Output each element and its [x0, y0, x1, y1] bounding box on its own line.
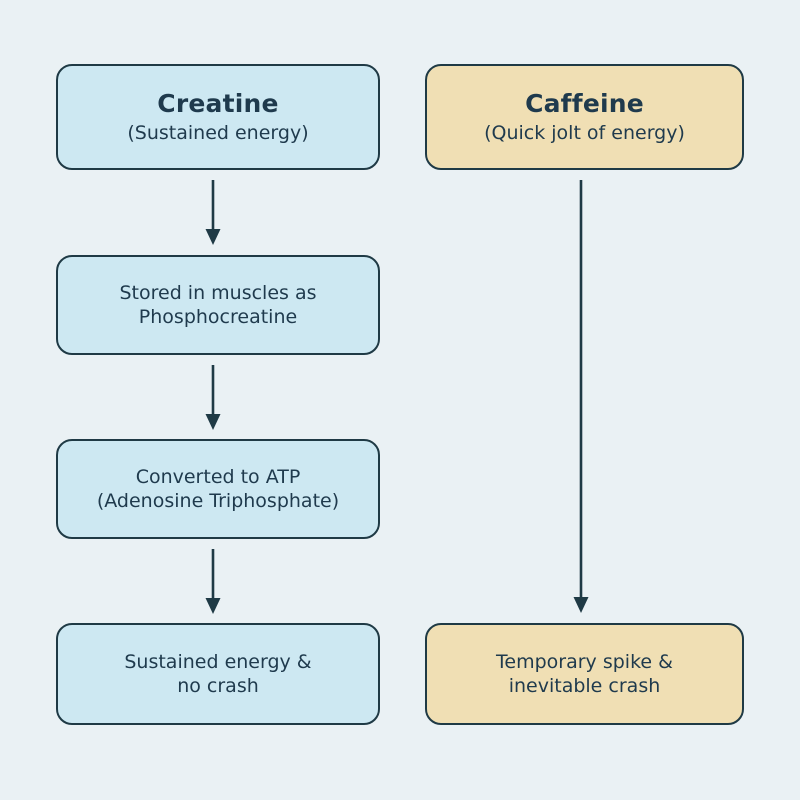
node-creatine-header[interactable]: Creatine (Sustained energy) [56, 64, 380, 170]
node-temporary-spike-crash[interactable]: Temporary spike & inevitable crash [425, 623, 744, 725]
node-atp-line-1: Converted to ATP [135, 465, 301, 488]
node-stored-line-2: Phosphocreatine [138, 306, 298, 328]
node-sustained-line-1: Sustained energy & [124, 650, 312, 673]
node-sustained-energy[interactable]: Sustained energy & no crash [56, 623, 380, 725]
node-converted-to-atp[interactable]: Converted to ATP (Adenosine Triphosphate… [56, 439, 380, 539]
arrow-creatine-to-stored-icon [205, 180, 221, 245]
node-caffeine-title: Caffeine [525, 89, 644, 119]
arrow-stored-to-atp-icon [205, 365, 221, 430]
node-creatine-title: Creatine [157, 89, 279, 119]
node-caffeine-subtitle: (Quick jolt of energy) [484, 122, 685, 145]
node-stored-in-muscles[interactable]: Stored in muscles as Phosphocreatine [56, 255, 380, 355]
arrow-atp-to-sustained-icon [205, 549, 221, 614]
node-crash-line-1: Temporary spike & [496, 650, 673, 673]
arrow-caffeine-to-crash-icon [573, 180, 589, 613]
node-atp-line-2: (Adenosine Triphosphate) [96, 490, 340, 512]
node-creatine-subtitle: (Sustained energy) [127, 122, 309, 145]
node-crash-line-2: inevitable crash [508, 675, 661, 697]
node-sustained-line-2: no crash [177, 675, 259, 697]
node-caffeine-header[interactable]: Caffeine (Quick jolt of energy) [425, 64, 744, 170]
node-stored-line-1: Stored in muscles as [119, 281, 317, 304]
